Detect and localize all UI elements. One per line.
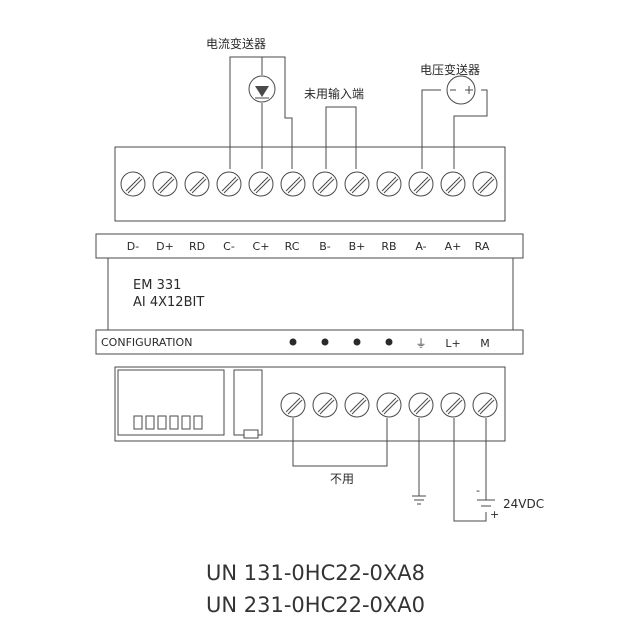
- voltage-source-icon: [446, 75, 476, 105]
- connector-tab: [243, 429, 259, 439]
- terminal-screw-icon: [312, 392, 338, 418]
- terminal-label: RD: [189, 240, 205, 253]
- dip-switch-icon: [133, 415, 203, 430]
- terminal-label: RA: [475, 240, 490, 253]
- voltage-transmitter-label: 电压变送器: [420, 62, 480, 77]
- not-used-label: 不用: [330, 472, 354, 486]
- voltage-wire-minus: [421, 89, 441, 169]
- terminal-screw-icon: [344, 392, 370, 418]
- terminal-screw-icon: [344, 171, 370, 197]
- diode-icon: [248, 75, 276, 103]
- terminal-label: A-: [415, 240, 426, 253]
- terminal-dot: [353, 338, 361, 346]
- terminal-screw-icon: [280, 392, 306, 418]
- terminal-label: B-: [319, 240, 331, 253]
- terminal-dot: [289, 338, 297, 346]
- terminal-screw-icon: [472, 171, 498, 197]
- ground-icon: [412, 495, 426, 505]
- terminal-screw-icon: [408, 392, 434, 418]
- terminal-screw-icon: [248, 171, 274, 197]
- terminal-label: C-: [223, 240, 235, 253]
- configuration-label: CONFIGURATION: [101, 336, 192, 349]
- bottom-screw-row: [280, 392, 498, 418]
- terminal-label: RB: [381, 240, 396, 253]
- terminal-screw-icon: [280, 171, 306, 197]
- terminal-label: B+: [349, 240, 366, 253]
- terminal-label: C+: [253, 240, 270, 253]
- svg-text:-: -: [476, 484, 480, 497]
- terminal-label: L+: [445, 337, 460, 350]
- part-number-2: UN 231-0HC22-0XA0: [206, 593, 425, 617]
- supply-wire-plus: [453, 418, 487, 522]
- not-used-loop: [292, 418, 388, 467]
- top-screw-row: [120, 171, 498, 197]
- terminal-label: D-: [127, 240, 139, 253]
- terminal-label: D+: [156, 240, 174, 253]
- terminal-dot: [385, 338, 393, 346]
- terminal-screw-icon: [216, 171, 242, 197]
- top-label-strip: [95, 233, 524, 259]
- terminal-label: ⏚: [416, 337, 427, 350]
- svg-text:+: +: [490, 508, 499, 521]
- top-terminal-block: [114, 146, 506, 222]
- terminal-screw-icon: [440, 171, 466, 197]
- module-name-line2: AI 4X12BIT: [133, 295, 204, 310]
- bottom-terminal-labels: M L+ ⏚: [289, 337, 490, 350]
- supply-voltage-label: 24VDC: [503, 497, 544, 511]
- module-body: [107, 257, 514, 331]
- unused-input-label: 未用输入端: [304, 86, 364, 101]
- terminal-screw-icon: [408, 171, 434, 197]
- battery-icon: - +: [476, 484, 499, 521]
- terminal-screw-icon: [440, 392, 466, 418]
- terminal-screw-icon: [152, 171, 178, 197]
- current-transmitter-label: 电流变送器: [206, 36, 266, 51]
- terminal-screw-icon: [376, 392, 402, 418]
- terminal-screw-icon: [312, 171, 338, 197]
- terminal-dot: [321, 338, 329, 346]
- bottom-label-strip: [95, 329, 524, 355]
- unused-input-loop: [325, 106, 357, 169]
- module-name-line1: EM 331: [133, 278, 181, 293]
- terminal-screw-icon: [120, 171, 146, 197]
- part-number-1: UN 131-0HC22-0XA8: [206, 561, 425, 585]
- top-terminal-labels: RA A+ A- RB B+ B- RC C+ C- RD D+ D-: [127, 240, 490, 253]
- terminal-label: M: [480, 337, 490, 350]
- terminal-screw-icon: [376, 171, 402, 197]
- terminal-screw-icon: [472, 392, 498, 418]
- terminal-label: RC: [285, 240, 300, 253]
- terminal-label: A+: [445, 240, 462, 253]
- current-loop-wire: [229, 56, 293, 169]
- connector-slot: [233, 369, 263, 436]
- voltage-wire-plus: [453, 89, 488, 169]
- terminal-screw-icon: [184, 171, 210, 197]
